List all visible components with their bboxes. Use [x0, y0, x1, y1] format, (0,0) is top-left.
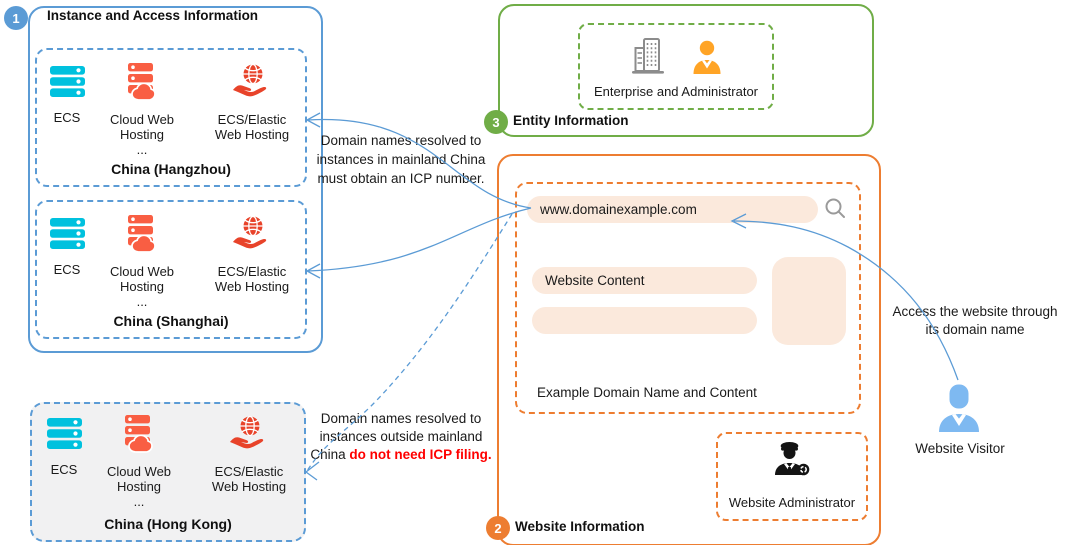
region-shanghai-label: China (Shanghai): [113, 313, 229, 329]
ecs-server-icon: [46, 418, 82, 452]
website-visitor-label: Website Visitor: [915, 441, 1005, 456]
elastic-web-hosting-label-line1: ECS/Elastic: [217, 112, 287, 127]
elastic-web-hosting-label-line2: Web Hosting: [214, 279, 290, 294]
content-placeholder-bar: [532, 307, 757, 334]
cloud-web-hosting-label-line2: Hosting: [119, 279, 165, 294]
badge-3: 3: [484, 110, 508, 134]
address-bar: www.domainexample.com: [527, 196, 818, 223]
badge-1-number: 1: [12, 10, 20, 26]
instance-access-title: Instance and Access Information: [47, 8, 259, 23]
ecs-server-icon: [49, 218, 85, 252]
enterprise-admin-icons: [580, 37, 772, 77]
service-elastic-web-hosting: ECS/Elastic Web Hosting: [200, 63, 304, 142]
enterprise-admin-label: Enterprise and Administrator: [593, 84, 759, 99]
entity-box: [498, 4, 874, 137]
website-visitor-icon: [936, 382, 982, 435]
website-admin-group: Website Administrator: [716, 432, 868, 521]
region-hangzhou: ECS Cloud Web Hosting ... ECS/Elastic We…: [35, 48, 307, 187]
overseas-note-emphasis: do not need ICP filing.: [349, 447, 492, 462]
website-admin-icon-wrap: [718, 441, 866, 479]
cloud-web-hosting-icon: [123, 415, 155, 456]
service-cloud-web-hosting: Cloud Web Hosting ...: [97, 63, 187, 157]
service-ecs: ECS: [39, 418, 89, 477]
service-ecs: ECS: [42, 218, 92, 277]
elastic-web-hosting-label-line1: ECS/Elastic: [214, 464, 284, 479]
cloud-web-hosting-ellipsis: ...: [133, 494, 145, 509]
address-bar-text: www.domainexample.com: [540, 202, 697, 217]
entity-title: Entity Information: [513, 113, 629, 128]
administrator-person-icon: [693, 40, 721, 77]
overseas-icp-note: Domain names resolved to instances outsi…: [306, 410, 496, 464]
example-domain-caption: Example Domain Name and Content: [537, 385, 757, 400]
cloud-web-hosting-label-line1: Cloud Web: [109, 264, 175, 279]
elastic-web-hosting-label-line2: Web Hosting: [214, 127, 290, 142]
cloud-web-hosting-label-line2: Hosting: [116, 479, 162, 494]
service-elastic-web-hosting: ECS/Elastic Web Hosting: [200, 215, 304, 294]
website-title: Website Information: [515, 519, 645, 534]
elastic-web-hosting-icon: [232, 215, 272, 252]
website-content-bar: Website Content: [532, 267, 757, 294]
visitor-access-note: Access the website through its domain na…: [892, 304, 1058, 337]
cloud-web-hosting-ellipsis: ...: [136, 142, 148, 157]
cloud-web-hosting-ellipsis: ...: [136, 294, 148, 309]
mainland-icp-note: Domain names resolved to instances in ma…: [316, 133, 486, 186]
elastic-web-hosting-icon: [229, 415, 269, 452]
cloud-web-hosting-icon: [126, 63, 158, 104]
service-elastic-web-hosting: ECS/Elastic Web Hosting: [197, 415, 301, 494]
badge-2-number: 2: [494, 520, 502, 536]
service-cloud-web-hosting: Cloud Web Hosting ...: [94, 415, 184, 509]
region-hongkong: ECS Cloud Web Hosting ... ECS/Elastic We…: [30, 402, 306, 542]
enterprise-building-icon: [631, 37, 665, 77]
cloud-web-hosting-label-line1: Cloud Web: [109, 112, 175, 127]
enterprise-admin-group: Enterprise and Administrator: [578, 23, 774, 110]
ecs-label: ECS: [50, 462, 78, 477]
website-admin-icon: [772, 441, 812, 479]
arrowhead-hongkong: [304, 461, 320, 481]
service-ecs: ECS: [42, 66, 92, 125]
website-admin-label: Website Administrator: [728, 495, 856, 510]
elastic-web-hosting-label-line2: Web Hosting: [211, 479, 287, 494]
region-shanghai: ECS Cloud Web Hosting ... ECS/Elastic We…: [35, 200, 307, 339]
content-placeholder-block: [772, 257, 846, 345]
ecs-label: ECS: [53, 110, 81, 125]
badge-3-number: 3: [492, 114, 500, 130]
elastic-web-hosting-icon: [232, 63, 272, 100]
badge-2: 2: [486, 516, 510, 540]
service-cloud-web-hosting: Cloud Web Hosting ...: [97, 215, 187, 309]
website-content-label: Website Content: [545, 273, 645, 288]
ecs-server-icon: [49, 66, 85, 100]
search-icon: [824, 197, 846, 222]
region-hangzhou-label: China (Hangzhou): [111, 161, 231, 177]
badge-1: 1: [4, 6, 28, 30]
cloud-web-hosting-label-line1: Cloud Web: [106, 464, 172, 479]
elastic-web-hosting-label-line1: ECS/Elastic: [217, 264, 287, 279]
instance-access-box: [28, 6, 323, 353]
region-hongkong-label: China (Hong Kong): [104, 516, 232, 532]
cloud-web-hosting-icon: [126, 215, 158, 256]
ecs-label: ECS: [53, 262, 81, 277]
cloud-web-hosting-label-line2: Hosting: [119, 127, 165, 142]
